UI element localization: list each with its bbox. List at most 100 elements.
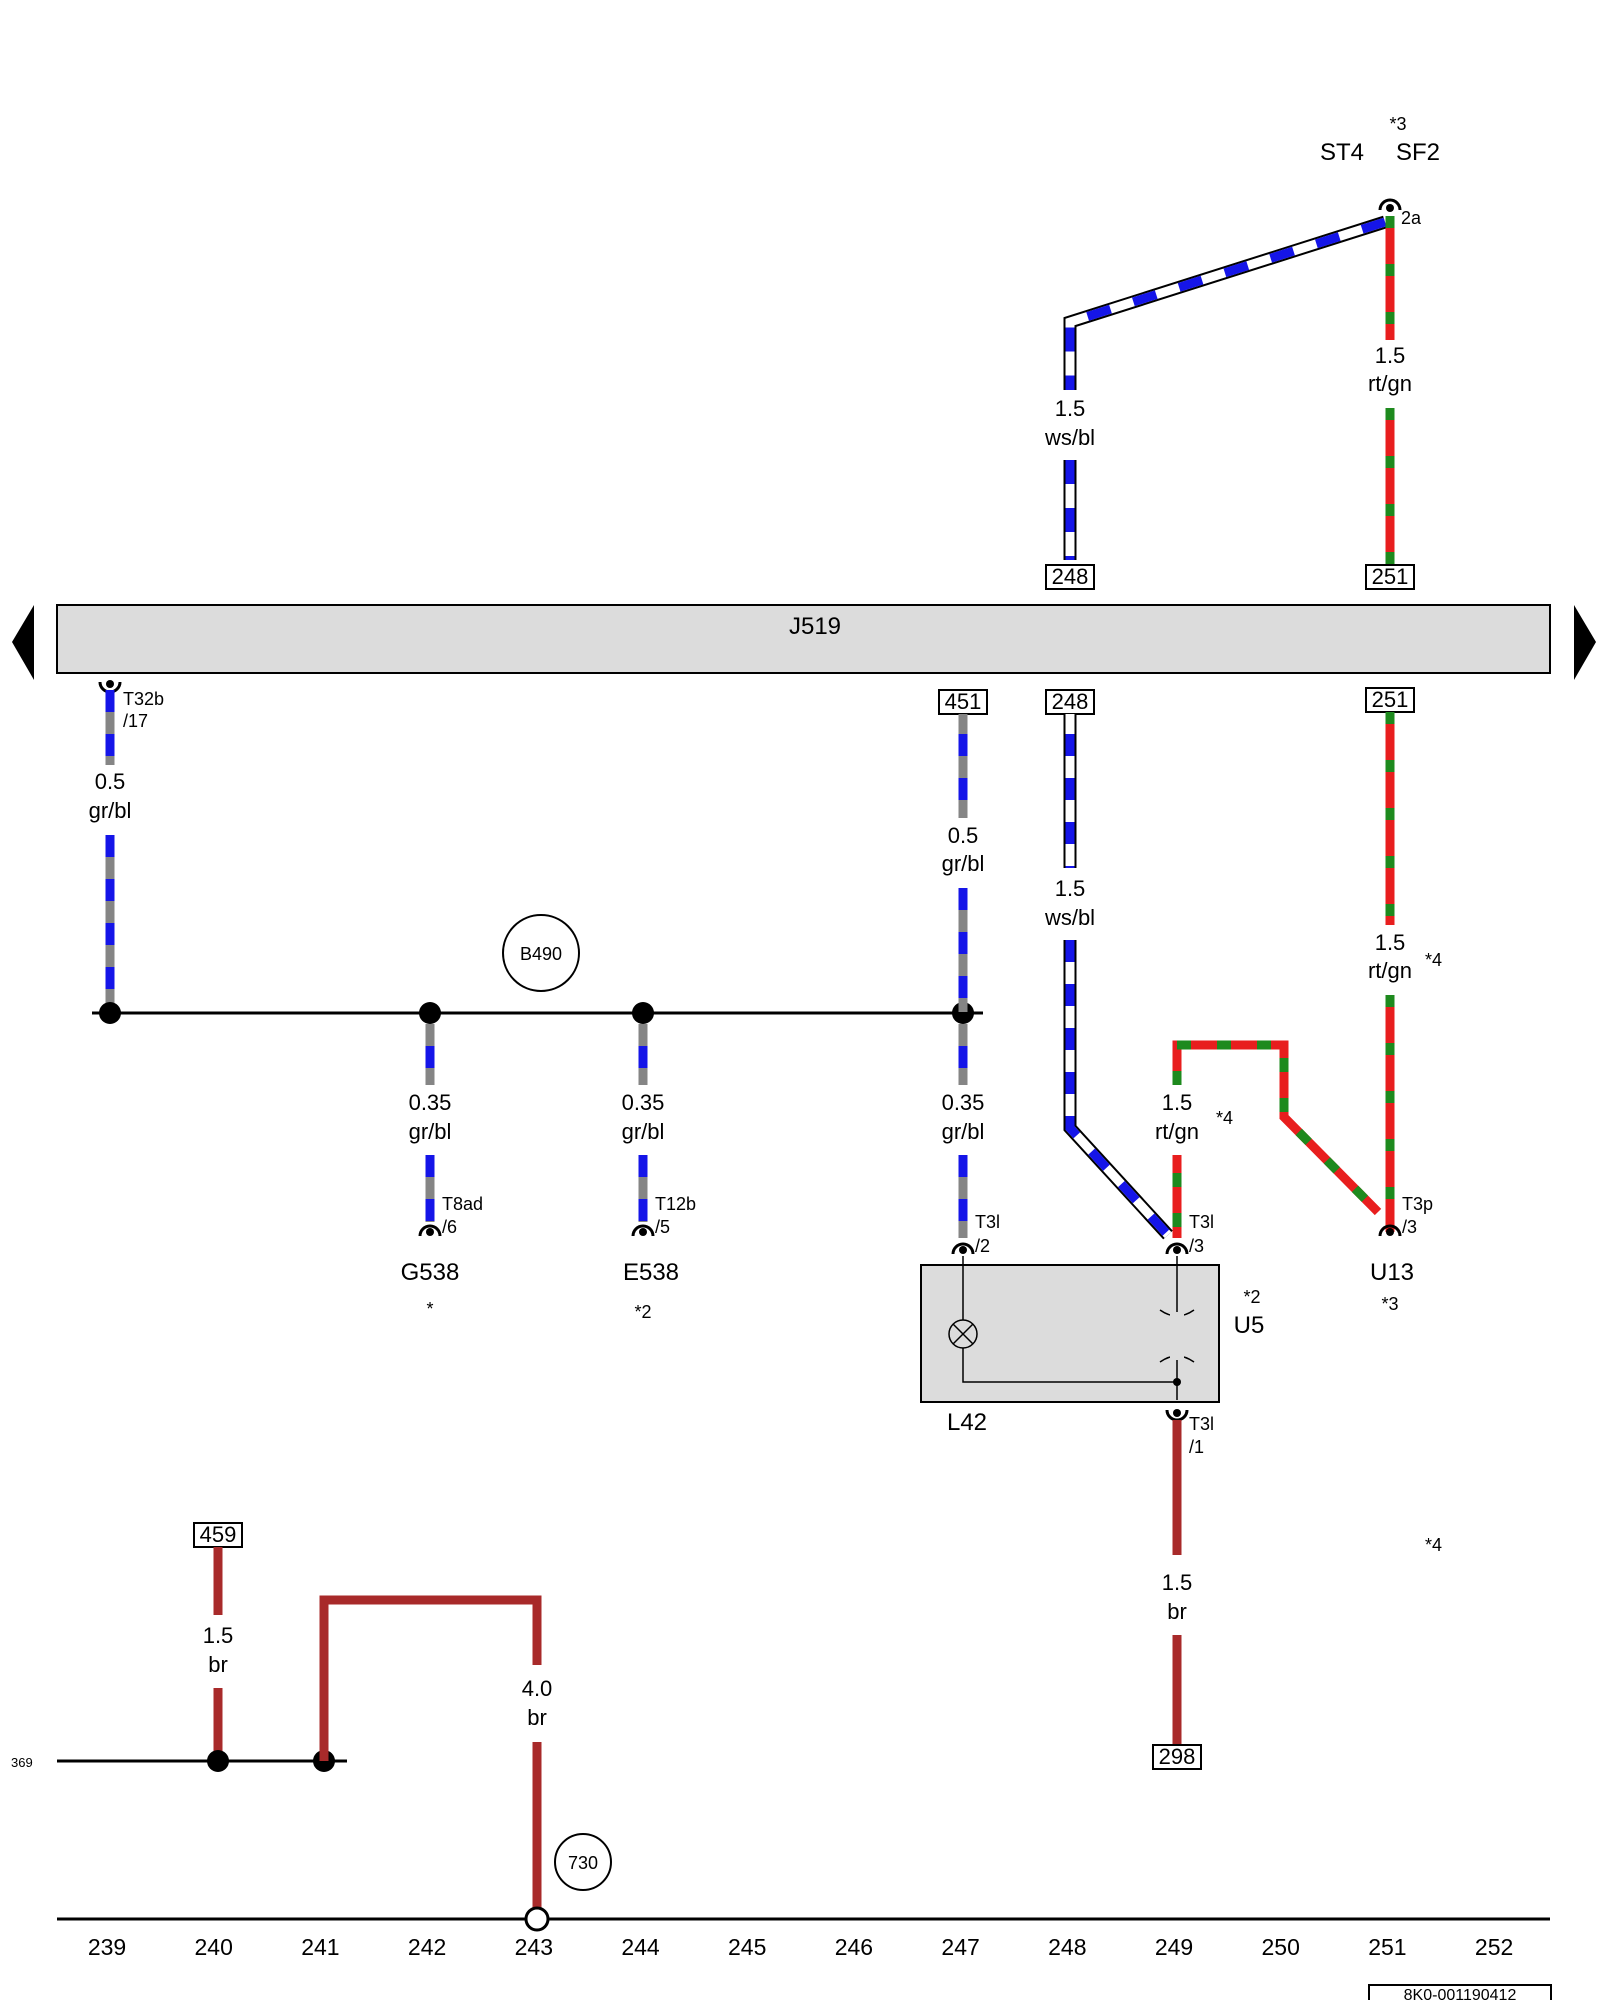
fuse-pin: 2a — [1401, 208, 1422, 228]
ground-point — [524, 1906, 550, 1932]
connector-pin: /1 — [1189, 1437, 1204, 1457]
svg-text:298: 298 — [1159, 1744, 1196, 1769]
wire-size: 1.5 — [1162, 1090, 1193, 1115]
column-number: 241 — [301, 1934, 339, 1960]
junction-dot — [419, 1002, 441, 1024]
connector-label: T32b — [123, 689, 164, 709]
wire-ws-bl-bottom — [1063, 714, 1173, 1240]
component-l42: L42 — [947, 1409, 987, 1436]
component-u13: U13 — [1370, 1259, 1414, 1286]
wire-color: gr/bl — [622, 1119, 665, 1144]
wire-size: 1.5 — [1375, 930, 1406, 955]
junction-dot — [952, 1002, 974, 1024]
wire-color: br — [1167, 1599, 1187, 1624]
column-number: 251 — [1368, 1934, 1406, 1960]
column-number: 243 — [515, 1934, 553, 1960]
wire-color: br — [208, 1652, 228, 1677]
connector-label: T12b — [655, 1194, 696, 1214]
connector-t3l-3-icon — [1165, 1242, 1189, 1255]
svg-text:451: 451 — [945, 689, 982, 714]
wire-size: 0.35 — [622, 1090, 665, 1115]
ref-box-298[interactable]: 298 — [1152, 1744, 1202, 1770]
junction-dot — [99, 1002, 121, 1024]
wire-size: 1.5 — [203, 1623, 234, 1648]
connector-label: T3l — [1189, 1414, 1214, 1434]
junction-dot — [1173, 1378, 1181, 1386]
svg-text:248: 248 — [1052, 689, 1089, 714]
connector-pin: /3 — [1189, 1236, 1204, 1256]
wire-size: 1.5 — [1375, 343, 1406, 368]
column-number: 252 — [1475, 1934, 1513, 1960]
connector-t3l-2-icon — [951, 1242, 975, 1255]
lamp-icon — [948, 1319, 978, 1349]
ref-box-459[interactable]: 459 — [193, 1522, 243, 1548]
wire-rt-gn-u5 — [1172, 1040, 1382, 1238]
fuse-connector-icon — [1378, 198, 1402, 212]
svg-text:251: 251 — [1372, 687, 1409, 712]
connector-t3p-icon — [1378, 1224, 1402, 1237]
ref-box-251-bottom[interactable]: 251 — [1365, 687, 1415, 713]
connector-t12b-icon — [631, 1224, 655, 1237]
left-arrow-icon[interactable] — [12, 605, 34, 680]
ref-box-251-top[interactable]: 251 — [1365, 564, 1415, 590]
connector-pin: /2 — [975, 1236, 990, 1256]
wire-color: ws/bl — [1044, 905, 1095, 930]
control-unit-j519 — [56, 604, 1551, 674]
svg-text:730: 730 — [568, 1853, 598, 1873]
wire-color: rt/gn — [1368, 371, 1412, 396]
svg-text:459: 459 — [200, 1522, 237, 1547]
wire-color: rt/gn — [1155, 1119, 1199, 1144]
connector-pin: /6 — [442, 1217, 457, 1237]
ref-box-248-bottom[interactable]: 248 — [1045, 689, 1095, 715]
wire-ws-bl-top — [1063, 215, 1387, 560]
wire-color: br — [527, 1705, 547, 1730]
svg-text:8K0-001190412: 8K0-001190412 — [1404, 1987, 1517, 2000]
column-number: 249 — [1155, 1934, 1193, 1960]
fuse-sf2: SF2 — [1396, 139, 1440, 166]
column-number: 242 — [408, 1934, 446, 1960]
wire-color: gr/bl — [942, 851, 985, 876]
document-id: 8K0-001190412 — [1368, 1984, 1552, 2000]
column-number: 250 — [1262, 1934, 1300, 1960]
wire-size: 0.5 — [95, 769, 126, 794]
wire-br-730 — [319, 1595, 542, 1908]
connector-pin: /3 — [1402, 1217, 1417, 1237]
note: *4 — [1425, 1535, 1442, 1555]
wire-size: 4.0 — [522, 1676, 553, 1701]
component-note: *2 — [634, 1302, 651, 1322]
wire-size: 1.5 — [1055, 396, 1086, 421]
ref-box-248-top[interactable]: 248 — [1045, 564, 1095, 590]
wire-size: 1.5 — [1055, 876, 1086, 901]
connector-label: T3l — [975, 1212, 1000, 1232]
connector-t3l-1-icon — [1165, 1409, 1189, 1422]
connector-t8ad-icon — [418, 1224, 442, 1237]
component-u5: U5 — [1234, 1312, 1265, 1339]
junction-dot — [207, 1750, 229, 1772]
wire-size: 0.35 — [409, 1090, 452, 1115]
ground-730: 730 — [554, 1833, 612, 1891]
wire-note: *4 — [1425, 950, 1442, 970]
control-unit-label: J519 — [789, 613, 841, 640]
svg-text:251: 251 — [1372, 564, 1409, 589]
component-note: * — [426, 1299, 433, 1319]
column-number: 246 — [835, 1934, 873, 1960]
column-number: 244 — [621, 1934, 660, 1960]
ref-box-451[interactable]: 451 — [938, 689, 988, 715]
fuse-st4: ST4 — [1320, 139, 1364, 166]
connector-label: T8ad — [442, 1194, 483, 1214]
connector-label: T3p — [1402, 1194, 1433, 1214]
component-note: *2 — [1243, 1287, 1260, 1307]
wire-size: 0.35 — [942, 1090, 985, 1115]
column-number: 247 — [941, 1934, 979, 1960]
junction-dot — [632, 1002, 654, 1024]
wire-color: gr/bl — [409, 1119, 452, 1144]
component-note: *3 — [1381, 1294, 1398, 1314]
wire-color: rt/gn — [1368, 958, 1412, 983]
wire-color: gr/bl — [89, 798, 132, 823]
wire-size: 0.5 — [948, 823, 979, 848]
socket-icon — [1159, 1309, 1195, 1363]
wire-color: ws/bl — [1044, 425, 1095, 450]
right-arrow-icon[interactable] — [1574, 605, 1596, 680]
bus-ref-369: 369 — [11, 1755, 33, 1770]
